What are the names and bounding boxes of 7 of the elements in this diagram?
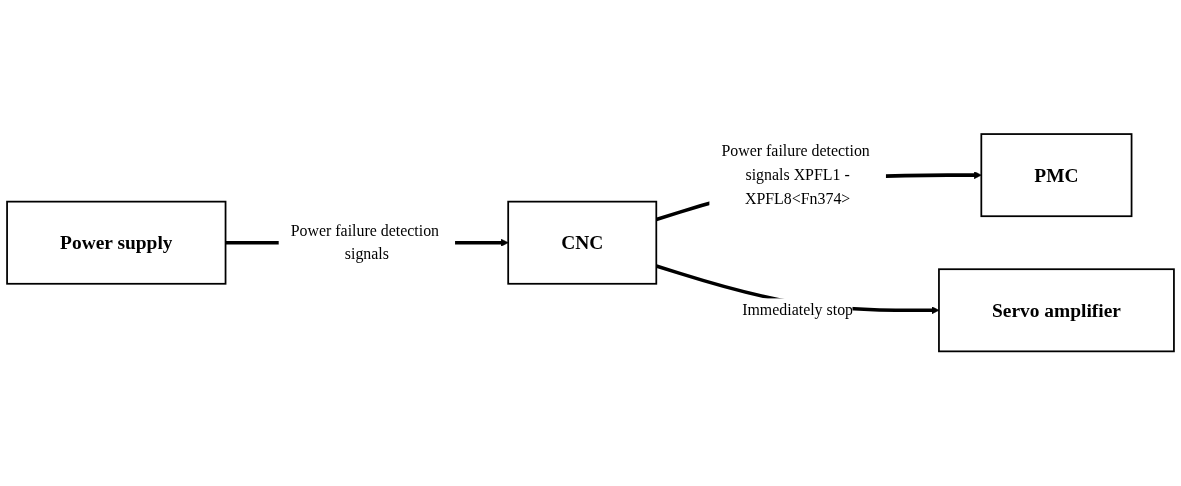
edge-label: Power failure detection signals XPFL1 -XPFL8<Fn374> (721, 142, 870, 208)
node-box: Power supply (6, 201, 227, 285)
node-box: PMC (980, 133, 1133, 218)
edge-label: Immediately stop (742, 301, 854, 319)
edge-label: Power failure detection signals (290, 221, 440, 264)
node-box: CNC (507, 201, 658, 285)
node-box: Servo amplifier (938, 268, 1175, 353)
